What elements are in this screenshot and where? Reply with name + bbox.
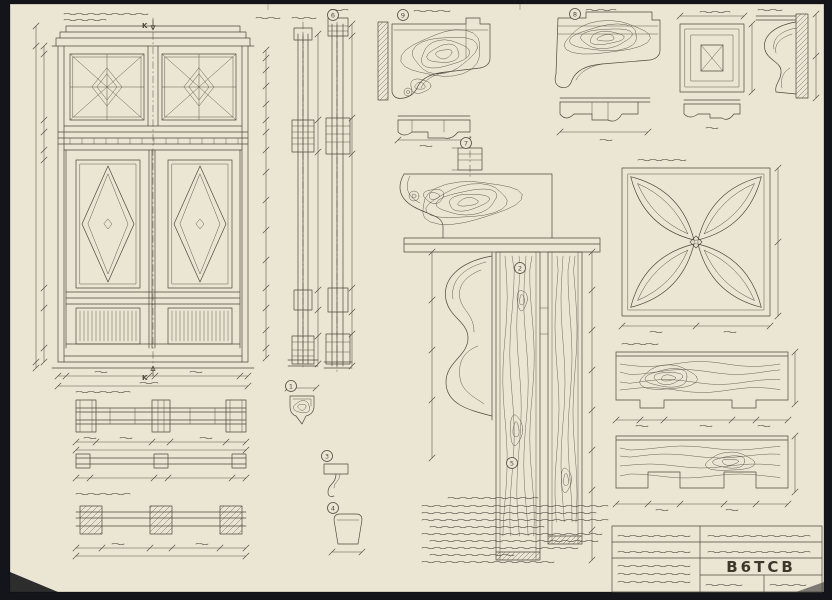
detail-marker: 6 — [327, 9, 339, 21]
section-label-k-top: K — [142, 22, 148, 30]
wood-grain-2 — [563, 20, 651, 55]
detail-marker: 2 — [514, 262, 526, 274]
svg-text:6: 6 — [331, 12, 335, 20]
paper-corner-shadow — [10, 572, 58, 592]
small-detail-3 — [331, 513, 363, 553]
board-grain — [502, 255, 578, 537]
corner-post-detail — [679, 15, 753, 120]
detail-marker: 1 — [285, 380, 297, 392]
wood-grain-strip-2 — [619, 445, 781, 479]
dimension-ticks — [32, 10, 820, 564]
wood-grain-cornice — [422, 181, 523, 225]
detail-marker: 7 — [460, 137, 472, 149]
notes-block — [421, 504, 609, 564]
wood-grain-1 — [400, 29, 480, 94]
detail-grain — [293, 400, 310, 414]
small-detail-2 — [323, 463, 349, 497]
detail-markers: 1 2 3 4 5 6 7 8 — [285, 8, 581, 514]
svg-text:5: 5 — [510, 460, 514, 468]
molding-strip-1 — [615, 351, 789, 421]
micro-hatching — [69, 137, 239, 342]
detail-marker: 9 — [397, 9, 409, 21]
svg-text:4: 4 — [331, 505, 335, 513]
transom-lattice-right — [161, 53, 237, 121]
vertical-board-a — [495, 251, 541, 561]
handwritten-annotations — [63, 8, 811, 587]
door-elevation — [35, 17, 255, 387]
console-bracket — [445, 251, 493, 421]
section-mark-k — [150, 19, 156, 377]
paper-corner-shadow-2 — [796, 582, 824, 592]
cornice-detail-1 — [377, 17, 491, 141]
rosette-petals — [630, 176, 762, 308]
plan-section-b — [75, 453, 247, 479]
detail-marker: 5 — [506, 457, 518, 469]
plan-section-a — [75, 399, 247, 451]
door-dimensions — [35, 25, 249, 387]
svg-text:1: 1 — [289, 383, 293, 391]
svg-text:7: 7 — [464, 140, 468, 148]
title-block — [611, 525, 823, 593]
vertical-board-b — [547, 251, 583, 545]
detail-marker: 4 — [327, 502, 339, 514]
svg-text:8: 8 — [573, 11, 577, 19]
wood-grain-strip-1 — [619, 361, 781, 393]
molding-strip-2 — [615, 435, 789, 505]
detail-marker: 3 — [321, 450, 333, 462]
transom-lattice-left — [69, 53, 145, 121]
drawing-code: B6TCB — [726, 558, 796, 576]
fold-marks — [267, 4, 521, 10]
cornice-detail-2 — [554, 11, 661, 133]
svg-text:2: 2 — [518, 265, 522, 273]
svg-text:9: 9 — [401, 12, 405, 20]
section-label-k-bottom: K — [142, 374, 148, 382]
vertical-section-2 — [323, 11, 353, 373]
wall-hatch-2 — [796, 14, 808, 98]
detail-marker: 8 — [569, 8, 581, 20]
vertical-section-1 — [287, 21, 319, 371]
svg-text:3: 3 — [325, 453, 329, 461]
wall-hatch — [378, 22, 388, 100]
